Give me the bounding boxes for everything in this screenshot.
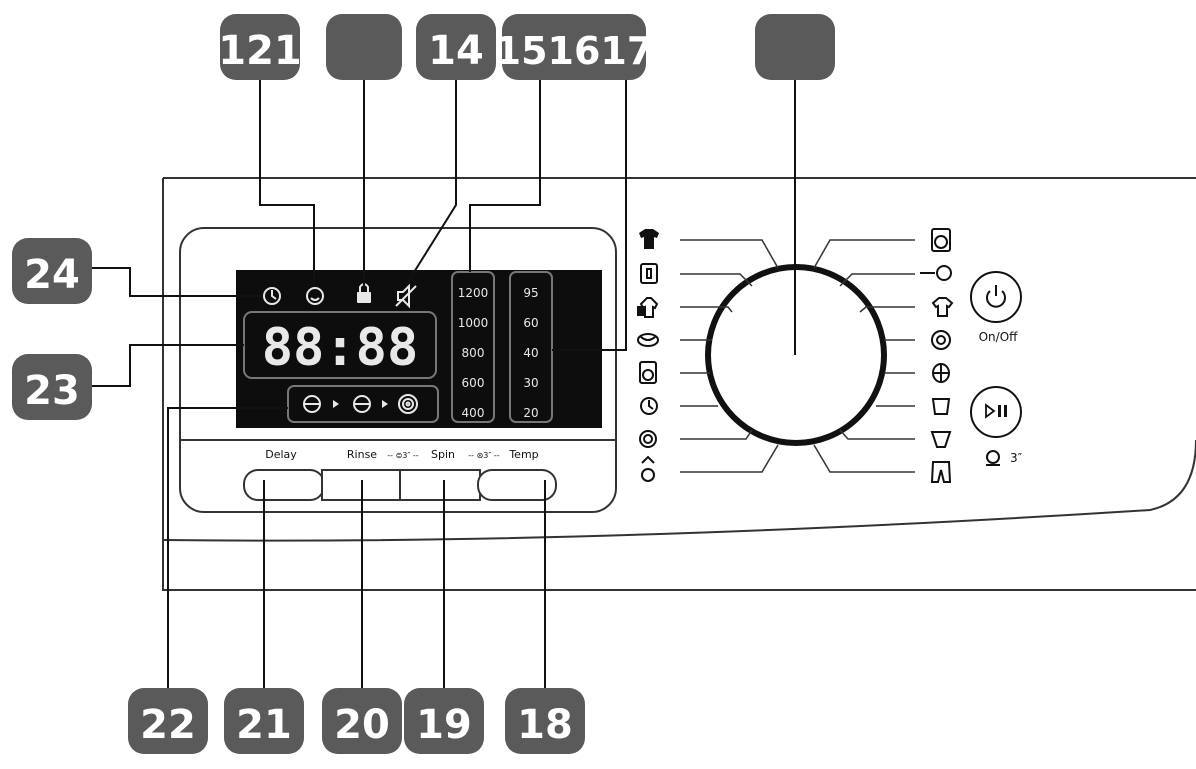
wool-icon bbox=[637, 333, 659, 347]
temperature-value: 40 bbox=[523, 346, 538, 360]
spin-button[interactable] bbox=[399, 469, 481, 501]
spin-speed-value: 1200 bbox=[458, 286, 489, 300]
callout-badge-24: 24 bbox=[12, 238, 92, 304]
svg-text:19: 19 bbox=[416, 702, 472, 748]
temp-button[interactable] bbox=[477, 469, 557, 501]
phase-arrow-1 bbox=[333, 400, 339, 408]
callout-leader-lines bbox=[92, 80, 796, 690]
spin-phase-icon bbox=[398, 394, 418, 414]
jeans-icon bbox=[930, 461, 952, 483]
svg-text:20: 20 bbox=[334, 702, 390, 748]
play-pause-icon bbox=[985, 403, 1007, 419]
phase-arrow-2 bbox=[382, 400, 388, 408]
callout-badge-121: 121 bbox=[218, 14, 302, 80]
spin-speed-value: 1000 bbox=[458, 316, 489, 330]
svg-text:23: 23 bbox=[24, 368, 80, 414]
callout-badge-blank-knob bbox=[755, 14, 835, 80]
spin-hold-label: -- ⊛3″ -- bbox=[468, 451, 500, 460]
spin-speed-value: 400 bbox=[462, 406, 485, 420]
spin-icon bbox=[639, 430, 657, 448]
temperature-value: 60 bbox=[523, 316, 538, 330]
svg-text:21: 21 bbox=[236, 702, 292, 748]
svg-text:121: 121 bbox=[218, 28, 302, 74]
temperature-value: 20 bbox=[523, 406, 538, 420]
callout-badge-19: 19 bbox=[404, 688, 484, 754]
mixed-icon bbox=[637, 297, 659, 318]
eco-icon bbox=[931, 330, 951, 350]
rinse-icon bbox=[641, 455, 655, 482]
wash-phase-icon bbox=[303, 395, 321, 413]
drum-clean-icon bbox=[639, 361, 657, 384]
temperature-column: 95 60 40 30 20 bbox=[523, 286, 538, 420]
start-pause-button[interactable] bbox=[970, 386, 1022, 438]
cotton-icon bbox=[639, 229, 659, 249]
delay-button[interactable] bbox=[243, 469, 325, 501]
delay-icon bbox=[263, 287, 281, 305]
callout-badge-21: 21 bbox=[224, 688, 304, 754]
svg-text:22: 22 bbox=[140, 702, 196, 748]
callout-badge-blank-top bbox=[326, 14, 402, 80]
svg-text:151617: 151617 bbox=[495, 29, 654, 73]
hold-time-label: 3″ bbox=[1010, 451, 1023, 465]
rinse-label: Rinse bbox=[347, 448, 377, 461]
child-lock-icon bbox=[986, 450, 1000, 466]
shirts-icon bbox=[931, 297, 954, 317]
panel-outline bbox=[162, 177, 1196, 591]
baby-icon bbox=[931, 398, 951, 415]
callout-badge-22: 22 bbox=[128, 688, 208, 754]
synthetic-icon bbox=[640, 263, 658, 284]
temperature-value: 30 bbox=[523, 376, 538, 390]
temperature-value: 95 bbox=[523, 286, 538, 300]
delay-label: Delay bbox=[265, 448, 297, 461]
steam-icon bbox=[920, 265, 952, 281]
callout-badge-18: 18 bbox=[505, 688, 585, 754]
power-button[interactable] bbox=[970, 271, 1022, 323]
rinse-phase-icon bbox=[353, 395, 371, 413]
spin-speed-column: 1200 1000 800 600 400 bbox=[458, 286, 489, 420]
program-leader-lines bbox=[680, 239, 915, 473]
callout-badge-20: 20 bbox=[322, 688, 402, 754]
lcd-display bbox=[236, 270, 602, 428]
temp-label: Temp bbox=[508, 448, 538, 461]
callout-badge-23: 23 bbox=[12, 354, 92, 420]
my-cycle-icon bbox=[931, 228, 951, 252]
delicates-icon bbox=[930, 431, 952, 448]
svg-text:24: 24 bbox=[24, 252, 80, 298]
svg-text:14: 14 bbox=[428, 28, 484, 74]
time-digits: 88:88 bbox=[262, 318, 419, 378]
mute-icon bbox=[395, 283, 417, 309]
spin-speed-value: 600 bbox=[462, 376, 485, 390]
rinse-hold-label: -- ⊜3″ -- bbox=[387, 451, 419, 460]
display-console: 88:88 1200 1000 800 600 400 95 60 40 30 20 Delay… bbox=[179, 227, 617, 513]
spin-speed-value: 800 bbox=[462, 346, 485, 360]
smile-icon bbox=[306, 287, 324, 305]
spin-label: Spin bbox=[431, 448, 455, 461]
quick-icon bbox=[640, 397, 658, 415]
svg-text:18: 18 bbox=[517, 702, 573, 748]
sportswear-icon bbox=[932, 363, 950, 383]
callout-badge-151617: 151617 bbox=[495, 14, 654, 80]
power-icon bbox=[986, 285, 1006, 308]
callout-badge-14: 14 bbox=[416, 14, 496, 80]
on-off-label: On/Off bbox=[979, 330, 1019, 344]
